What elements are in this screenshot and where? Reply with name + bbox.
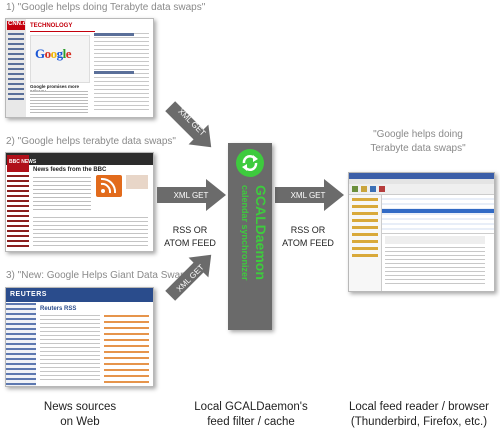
- source-caption-reuters: 3) "New: Google Helps Giant Data Swaps": [6, 270, 195, 281]
- bbc-nav-links: [7, 175, 29, 247]
- source-caption-cnn: 1) "Google helps doing Terabyte data swa…: [6, 2, 206, 13]
- cnn-rule: [30, 31, 95, 32]
- rss-feed-icon-large: [96, 175, 122, 197]
- get-mail-icon: [352, 186, 358, 192]
- gcaldaemon-title: GCALDaemon: [253, 185, 269, 280]
- delete-icon: [379, 186, 385, 192]
- cnn-side-header: [94, 33, 134, 36]
- reader-folder-pane: [349, 195, 382, 291]
- gcaldaemon-subtitle: calendar synchronizer: [240, 185, 250, 281]
- cnn-article-text: [30, 91, 88, 113]
- reader-folder-list: [352, 198, 378, 258]
- bbc-page-screenshot: BBC NEWS News feeds from the BBC: [5, 152, 154, 252]
- reader-title-bar: [349, 173, 494, 179]
- reader-preview-header: [385, 236, 485, 244]
- arrow-bbc-to-daemon: [157, 179, 226, 211]
- reuters-header-bar: [6, 288, 153, 302]
- bbc-headline: News feeds from the BBC: [33, 167, 107, 173]
- reply-icon: [370, 186, 376, 192]
- reuters-logo-text: REUTERS: [10, 291, 47, 298]
- reader-preview-pane: [382, 234, 494, 291]
- reuters-nav-links: [6, 303, 36, 386]
- write-icon: [361, 186, 367, 192]
- rss-atom-label-left: RSS OR ATOM FEED: [164, 225, 216, 248]
- cnn-page-screenshot: CNN.com TECHNOLOGY Google Google promise…: [5, 18, 154, 118]
- label-gcaldaemon: Local GCALDaemon's feed filter / cache: [194, 401, 308, 428]
- cnn-nav-links: [8, 33, 24, 103]
- bbc-intro-text: [33, 177, 91, 213]
- bbc-body-text: [33, 217, 148, 247]
- cnn-side-header-2: [94, 71, 134, 74]
- cnn-logo-text: CNN.com: [8, 21, 36, 27]
- arrow-daemon-to-reader: [275, 179, 344, 211]
- reuters-page-screenshot: REUTERS Reuters RSS: [5, 287, 154, 387]
- gcaldaemon-box: GCALDaemon calendar synchronizer: [228, 143, 272, 330]
- reuters-feed-list: [104, 315, 149, 383]
- reader-toolbar: [349, 184, 494, 195]
- label-feed-reader: Local feed reader / browser (Thunderbird…: [349, 401, 489, 428]
- arrow-cnn-to-daemon: [165, 101, 212, 148]
- label-news-sources: News sources on Web: [43, 401, 117, 428]
- cnn-logo: [7, 21, 25, 30]
- xml-get-label-4: XML GET: [291, 191, 326, 200]
- reuters-body-text: [40, 315, 100, 383]
- bbc-top-bar: [6, 153, 153, 165]
- cnn-section-title: TECHNOLOGY: [30, 23, 73, 29]
- bbc-logo: [7, 155, 29, 172]
- bbc-logo-text: BBC NEWS: [9, 159, 37, 165]
- xml-get-label-2: XML GET: [174, 191, 209, 200]
- reader-preview-text: [385, 247, 485, 287]
- google-logo-image: Google: [30, 35, 90, 83]
- reader-menu-bar: [349, 179, 494, 184]
- bbc-feed-thumbnail: [126, 175, 148, 189]
- reader-caption: "Google helps doing Terabyte data swaps": [370, 129, 466, 154]
- arrow-reuters-to-daemon: [165, 254, 212, 301]
- reuters-headline: Reuters RSS: [40, 306, 77, 312]
- rss-atom-label-right: RSS OR ATOM FEED: [282, 225, 334, 248]
- reader-selected-message: [382, 209, 494, 213]
- reader-message-list: [382, 195, 494, 234]
- source-caption-bbc: 2) "Google helps terabyte data swaps": [6, 136, 176, 147]
- gcaldaemon-sync-icon: [236, 149, 264, 177]
- feed-reader-screenshot: [348, 172, 495, 292]
